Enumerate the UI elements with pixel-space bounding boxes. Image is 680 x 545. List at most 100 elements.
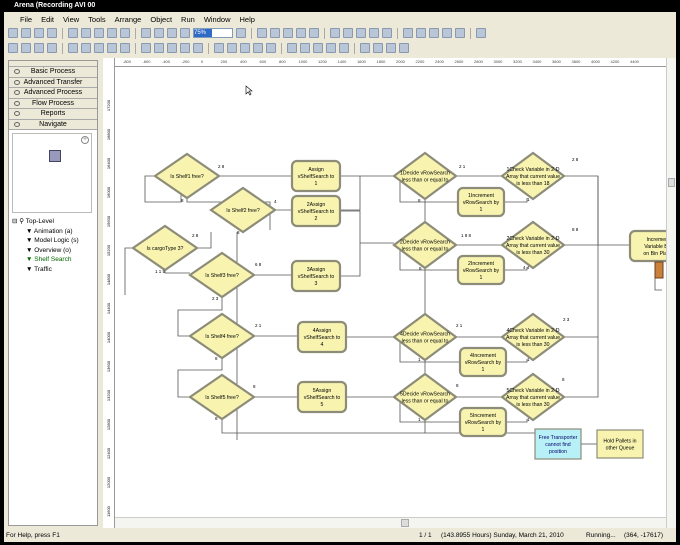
toolbar-button-icon[interactable] — [94, 43, 104, 53]
panel-basic-process[interactable]: Basic Process — [9, 67, 97, 78]
decide-module[interactable]: Is cargoType 3? — [131, 224, 199, 272]
toolbar-button-icon[interactable] — [47, 28, 57, 38]
panel-advanced-transfer[interactable]: Advanced Transfer — [9, 77, 97, 88]
toolbar-button-icon[interactable] — [270, 28, 280, 38]
toolbar-button-icon[interactable] — [403, 28, 413, 38]
toolbar-button-icon[interactable] — [330, 28, 340, 38]
decide-module[interactable]: Is Shelf4 free? — [188, 312, 256, 360]
toolbar-button-icon[interactable] — [429, 28, 439, 38]
toolbar-button-icon[interactable] — [382, 28, 392, 38]
toolbar-button-icon[interactable] — [34, 43, 44, 53]
toolbar-button-icon[interactable] — [180, 43, 190, 53]
menu-edit[interactable]: Edit — [41, 14, 55, 24]
toolbar-button-icon[interactable] — [107, 28, 117, 38]
toolbar-button-icon[interactable] — [360, 43, 370, 53]
toolbar-button-icon[interactable] — [257, 28, 267, 38]
view-rectangle[interactable] — [49, 150, 61, 162]
toolbar-button-icon[interactable] — [343, 28, 353, 38]
toolbar-button-icon[interactable] — [227, 43, 237, 53]
toolbar-button-icon[interactable] — [313, 43, 323, 53]
toolbar-button-icon[interactable] — [154, 28, 164, 38]
menu-help[interactable]: Help — [239, 14, 255, 24]
decide-module[interactable]: Is Shelf2 free? — [209, 186, 277, 234]
tree-item[interactable]: ▼ Overview (o) — [12, 246, 97, 256]
toolbar-button-icon[interactable] — [21, 43, 31, 53]
menu-tools[interactable]: Tools — [88, 14, 106, 24]
toolbar-button-icon[interactable] — [68, 43, 78, 53]
toolbar-button-icon[interactable] — [300, 43, 310, 53]
toolbar-button-icon[interactable] — [94, 28, 104, 38]
toolbar-button-icon[interactable] — [8, 28, 18, 38]
toolbar-button-icon[interactable] — [120, 43, 130, 53]
toolbar-button-icon[interactable] — [167, 43, 177, 53]
toolbar-button-icon[interactable] — [399, 43, 409, 53]
model-canvas[interactable]: Is Shelf1 free?Is Shelf2 free?Is cargoTy… — [115, 67, 666, 517]
toolbar-button-icon[interactable] — [47, 43, 57, 53]
decide-module[interactable]: Is Shelf3 free? — [188, 251, 256, 299]
toolbar-button-icon[interactable] — [476, 28, 486, 38]
toolbar-button-icon[interactable] — [416, 28, 426, 38]
toolbar-button-icon[interactable] — [309, 28, 319, 38]
scroll-thumb[interactable] — [401, 519, 409, 527]
toolbar-button-icon[interactable] — [326, 43, 336, 53]
horizontal-scrollbar[interactable] — [115, 517, 666, 528]
tree-item-top-level[interactable]: ⊟ ⚲ Top-Level — [12, 218, 54, 225]
toolbar-button-icon[interactable] — [283, 28, 293, 38]
toolbar-button-icon[interactable] — [442, 28, 452, 38]
toolbar-button-icon[interactable] — [107, 43, 117, 53]
toolbar-button-icon[interactable] — [180, 28, 190, 38]
tree-item[interactable]: ▼ Model Logic (s) — [12, 236, 97, 246]
toolbar-button-icon[interactable] — [154, 43, 164, 53]
navigate-preview[interactable]: + — [12, 133, 92, 213]
panel-flow-process[interactable]: Flow Process — [9, 98, 97, 109]
scroll-thumb[interactable] — [668, 178, 675, 187]
toolbar-button-icon[interactable] — [236, 28, 246, 38]
toolbar-button-icon[interactable] — [68, 28, 78, 38]
toolbar-button-icon[interactable] — [81, 28, 91, 38]
toolbar-button-icon[interactable] — [21, 28, 31, 38]
toolbar-button-icon[interactable] — [373, 43, 383, 53]
toolbar-button-icon[interactable] — [120, 28, 130, 38]
toolbar-button-icon[interactable] — [266, 43, 276, 53]
menu-view[interactable]: View — [63, 14, 80, 24]
panel-reports[interactable]: Reports — [9, 109, 97, 120]
toolbar-button-icon[interactable] — [193, 43, 203, 53]
toolbar-button-icon[interactable] — [455, 28, 465, 38]
tree-item[interactable]: ▼ Traffic — [12, 265, 97, 275]
menu-window[interactable]: Window — [203, 14, 231, 24]
decide-module[interactable]: Is Shelf1 free? — [153, 152, 221, 200]
toolbar-button-icon[interactable] — [81, 43, 91, 53]
zoom-plus-icon[interactable]: + — [81, 136, 89, 144]
toolbar-button-icon[interactable] — [240, 43, 250, 53]
decide-module[interactable]: Is Shelf5 free? — [188, 373, 256, 421]
toolbar-button-icon[interactable] — [141, 43, 151, 53]
menu-arrange[interactable]: Arrange — [114, 14, 142, 24]
toolbar-button-icon[interactable] — [253, 43, 263, 53]
panel-navigate[interactable]: Navigate — [9, 119, 97, 130]
zoom-select[interactable]: 75% — [193, 28, 233, 38]
process-module[interactable]: IncrementVariable Binon Bin Place — [628, 229, 666, 263]
vertical-scrollbar[interactable] — [666, 58, 676, 528]
toolbar-button-icon[interactable] — [386, 43, 396, 53]
toolbar-button-icon[interactable] — [214, 43, 224, 53]
tree-item[interactable]: ▼ Animation (a) — [12, 227, 97, 237]
toolbar-button-icon[interactable] — [8, 43, 18, 53]
